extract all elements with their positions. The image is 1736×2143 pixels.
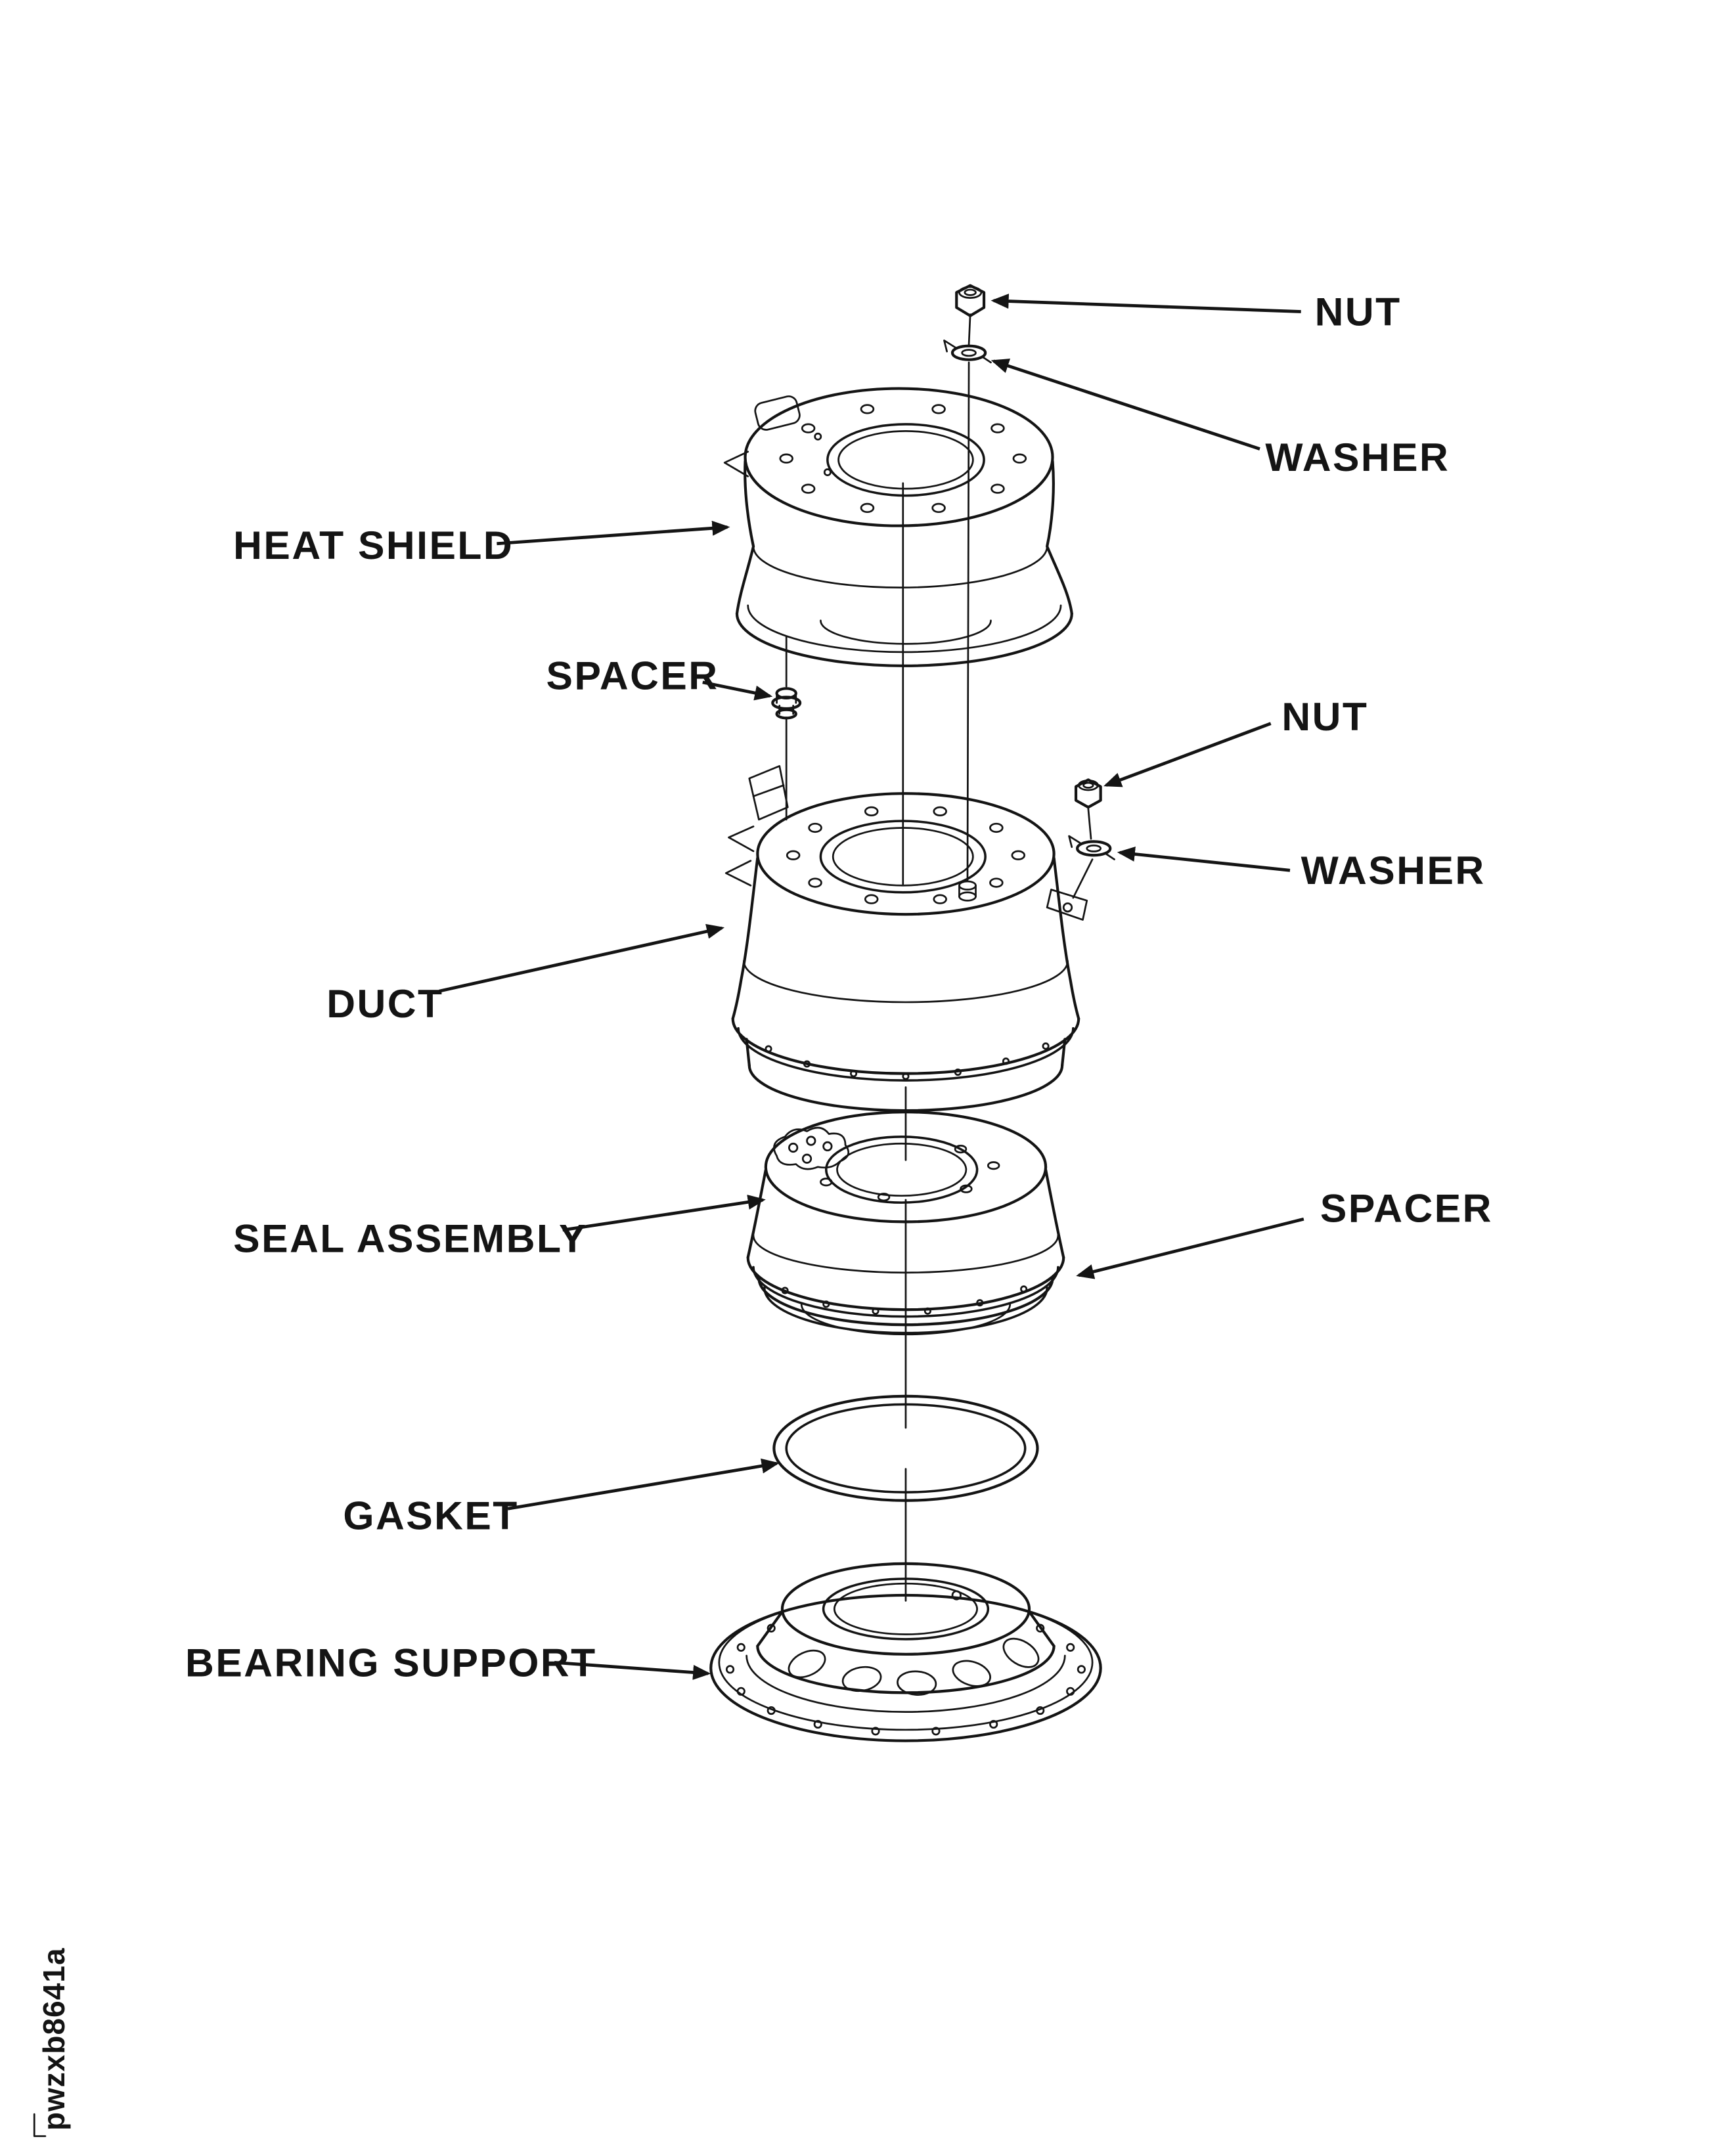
label-washer-top: WASHER — [1265, 435, 1450, 479]
leader-washer-right — [1117, 847, 1291, 872]
heat-shield-drawing — [723, 387, 1073, 667]
assembly-axis-lines — [785, 313, 1094, 1602]
leader-duct — [439, 923, 725, 993]
duct-drawing — [724, 765, 1088, 1113]
leader-seal-assembly — [562, 1195, 766, 1232]
label-bearing-support: BEARING SUPPORT — [185, 1640, 597, 1685]
figure-code-text: pwzxb8641a — [37, 1947, 71, 2131]
label-heat-shield: HEAT SHIELD — [233, 523, 514, 567]
label-nut-right: NUT — [1281, 694, 1368, 739]
label-spacer-left: SPACER — [546, 653, 719, 697]
leader-spacer-right — [1076, 1217, 1304, 1279]
figure-code-bracket — [33, 2113, 47, 2137]
leader-nut-right — [1103, 722, 1272, 787]
leader-heat-shield — [497, 520, 730, 546]
label-spacer-right: SPACER — [1320, 1185, 1493, 1230]
leader-gasket — [507, 1458, 780, 1511]
nut-right-drawing — [1074, 778, 1102, 809]
nut-top-drawing — [955, 284, 986, 317]
washer-right-drawing — [1068, 835, 1115, 860]
leader-spacer-left — [702, 680, 773, 701]
spacer-ring-drawing — [757, 1277, 1054, 1335]
figure-code: pwzxb8641a — [33, 1947, 71, 2137]
leader-nut-top — [990, 294, 1301, 313]
washer-top-drawing — [943, 340, 992, 364]
leader-bearing-support — [554, 1660, 711, 1680]
leader-washer-top — [990, 359, 1260, 451]
bearing-support-drawing — [709, 1562, 1102, 1742]
label-duct: DUCT — [326, 981, 443, 1026]
label-washer-right: WASHER — [1301, 848, 1486, 893]
label-seal-assembly: SEAL ASSEMBLY — [233, 1216, 587, 1260]
spacer-left-drawing — [771, 687, 802, 720]
label-nut-top: NUT — [1315, 289, 1402, 334]
seal-assembly-drawing — [746, 1111, 1065, 1336]
label-gasket: GASKET — [343, 1493, 518, 1538]
gasket-drawing — [772, 1394, 1039, 1502]
